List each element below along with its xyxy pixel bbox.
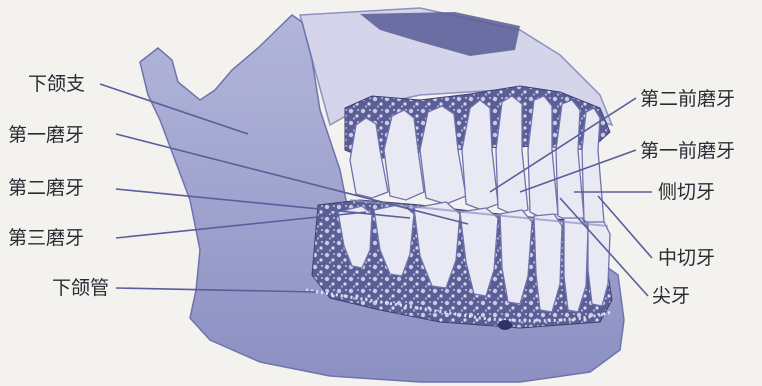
label-first-molar: 第一磨牙 [8,124,84,146]
label-second-premolar: 第二前磨牙 [640,88,735,110]
label-central-incisor: 中切牙 [658,247,715,269]
label-first-premolar: 第一前磨牙 [640,140,735,162]
label-canine: 尖牙 [652,285,690,307]
label-lateral-incisor: 侧切牙 [658,181,715,203]
label-second-molar: 第二磨牙 [8,177,84,199]
label-mandibular-canal: 下颌管 [52,277,109,299]
label-ramus: 下颌支 [28,73,85,95]
label-third-molar: 第三磨牙 [8,227,84,249]
